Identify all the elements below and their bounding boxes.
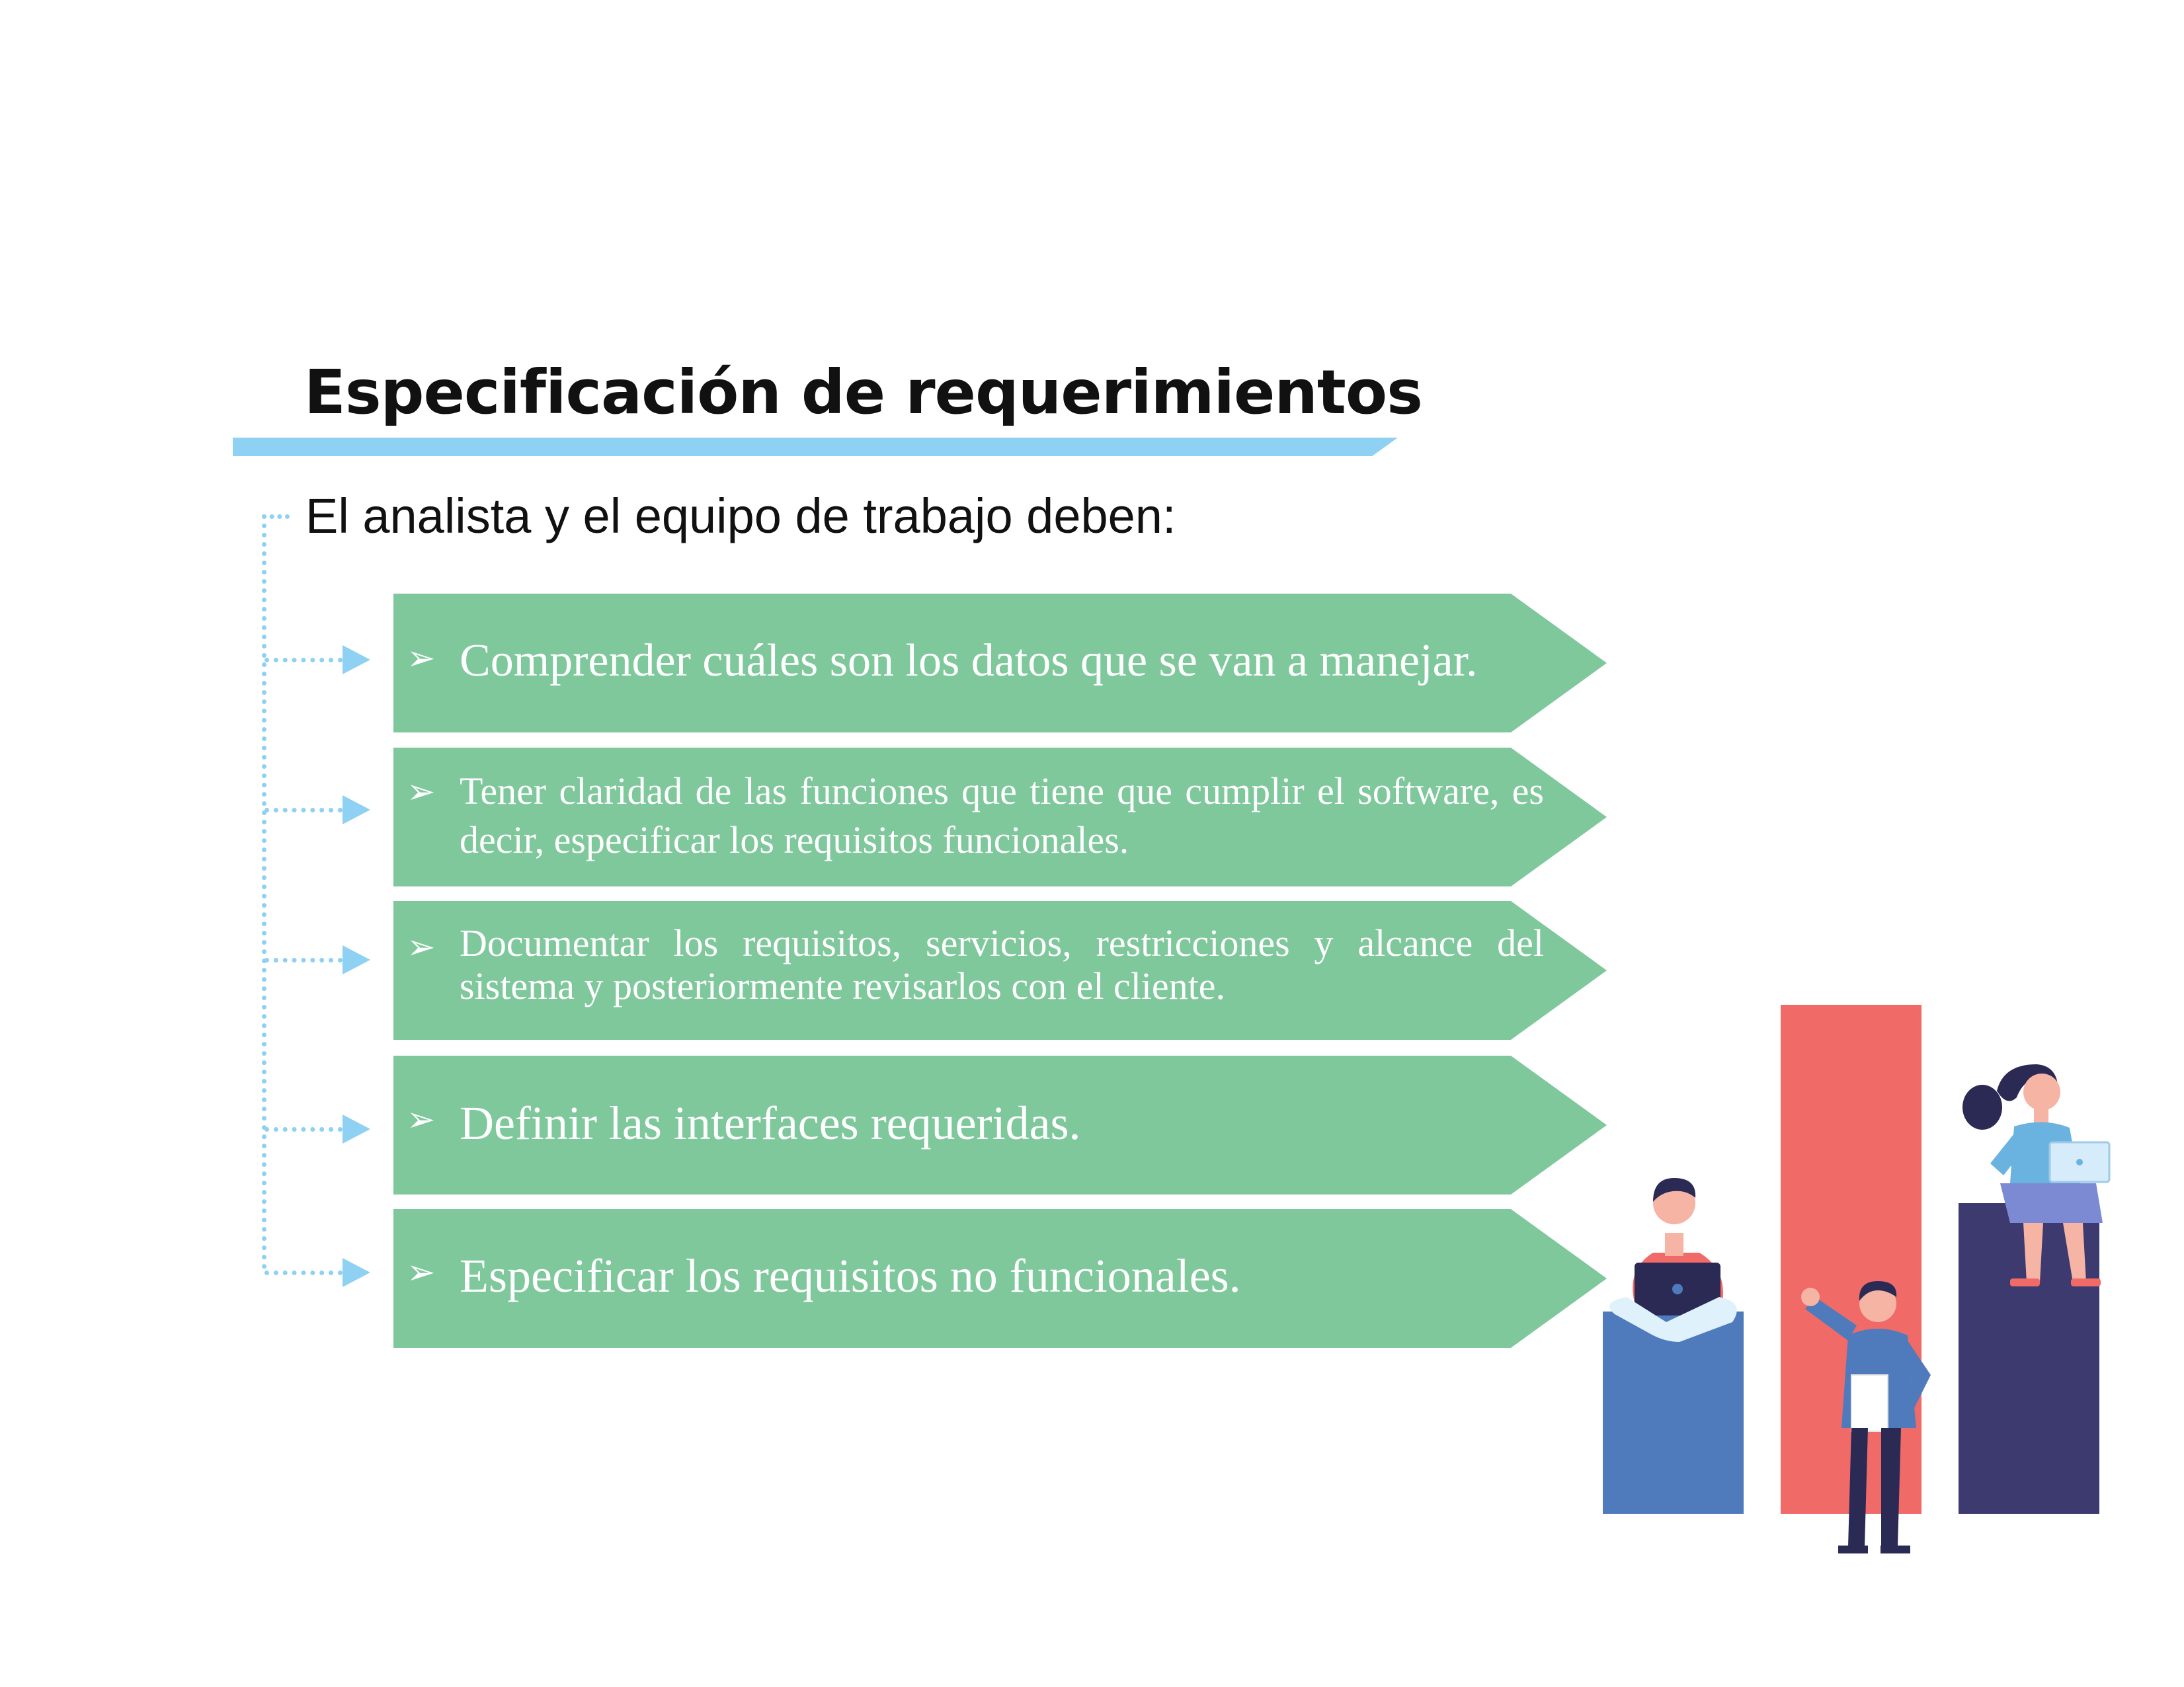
connector-arrowhead-1 — [343, 645, 370, 674]
person-with-laptop-icon — [1609, 1178, 1737, 1342]
arrow-item-3: ➢ Documentar los requisitos, servicios, … — [407, 922, 1544, 1008]
connector-4 — [264, 1127, 343, 1132]
arrow-bullet-icon: ➢ — [407, 639, 436, 678]
bar-blue — [1603, 1312, 1744, 1514]
bracket-top-connector — [262, 514, 290, 519]
arrow-item-text: Definir las interfaces requeridas. — [460, 1097, 1081, 1150]
person-standing-pointing-icon — [1801, 1281, 1931, 1553]
dotted-bracket — [262, 514, 266, 1269]
connector-arrowhead-5 — [343, 1258, 370, 1287]
arrow-box-1 — [393, 594, 1607, 732]
team-with-bar-chart-illustration — [1603, 1005, 2111, 1553]
intro-text: El analista y el equipo de trabajo deben… — [305, 489, 1176, 543]
arrow-box-4 — [393, 1056, 1607, 1195]
connector-2 — [264, 808, 343, 812]
arrow-item-1: ➢ Comprender cuáles son los datos que se… — [407, 633, 1544, 689]
arrow-item-2: ➢ Tener claridad de las funciones que ti… — [407, 767, 1544, 865]
connector-5 — [264, 1271, 343, 1275]
page-title: Especificación de requerimientos — [304, 357, 1423, 428]
arrow-bullet-icon: ➢ — [407, 1100, 436, 1140]
connector-3 — [264, 958, 343, 962]
arrow-item-5: ➢ Especificar los requisitos no funciona… — [407, 1247, 1544, 1304]
arrow-box-2 — [393, 748, 1607, 886]
connector-arrowhead-3 — [343, 945, 370, 974]
arrow-item-text: Tener claridad de las funciones que tien… — [460, 769, 1544, 862]
arrow-box-5 — [393, 1209, 1607, 1348]
arrow-item-text: Documentar los requisitos, servicios, re… — [460, 922, 1544, 1007]
title-underline — [233, 438, 1398, 456]
arrow-item-text: Comprender cuáles son los datos que se v… — [460, 635, 1478, 686]
arrow-box-3 — [393, 901, 1607, 1040]
connector-1 — [264, 658, 343, 662]
connector-arrowhead-2 — [343, 795, 370, 824]
arrow-item-text: Especificar los requisitos no funcionale… — [460, 1249, 1241, 1302]
person-sitting-laptop-icon — [1962, 1064, 2111, 1286]
arrow-item-4: ➢ Definir las interfaces requeridas. — [407, 1095, 1544, 1152]
arrow-bullet-icon: ➢ — [407, 772, 436, 812]
arrow-bullet-icon: ➢ — [407, 927, 436, 967]
arrow-bullet-icon: ➢ — [407, 1253, 436, 1292]
connector-arrowhead-4 — [343, 1115, 370, 1144]
